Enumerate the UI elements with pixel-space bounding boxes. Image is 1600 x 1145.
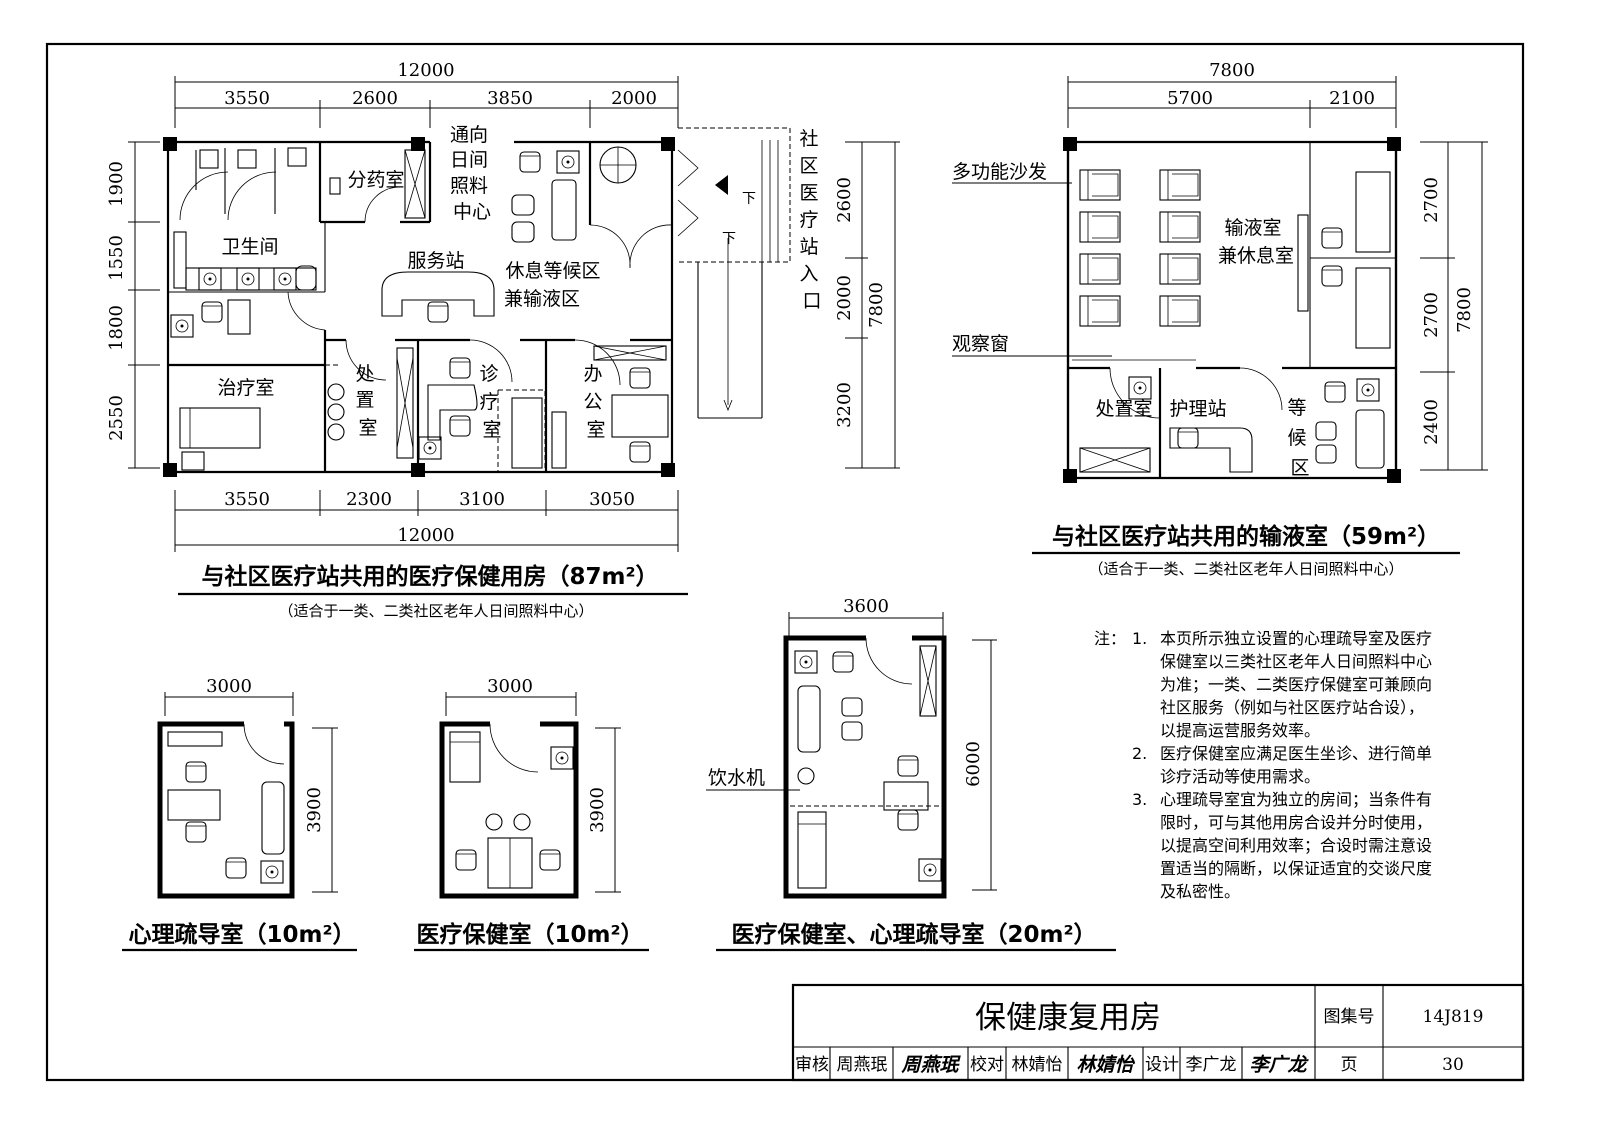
subtitle-plan-1: （适合于一类、二类社区老年人日间照料中心） xyxy=(278,602,593,620)
dim5-height: 6000 xyxy=(963,741,984,787)
note-2-number: 2. xyxy=(1132,744,1147,763)
check-label: 校对 xyxy=(970,1055,1004,1075)
label-rest-area: 休息等候区 兼输液区 xyxy=(504,260,607,310)
dim3-height: 3900 xyxy=(304,787,325,833)
label-toilet: 卫生间 xyxy=(221,236,278,258)
label-dispensary: 分药室 xyxy=(347,169,404,191)
label-consult-room: 诊 疗 室 xyxy=(479,363,504,441)
page-label: 页 xyxy=(1341,1055,1358,1075)
dim2-top-total: 7800 xyxy=(1209,60,1255,81)
label-infusion-room: 输液室 兼休息室 xyxy=(1218,217,1294,267)
page-number: 30 xyxy=(1442,1055,1464,1075)
label-office: 办 公 室 xyxy=(583,363,608,441)
plan-medical-station: 12000 3550 2600 3850 2000 1900 1550 1800… xyxy=(106,60,900,620)
dim5-width: 3600 xyxy=(843,596,889,617)
label-sofa: 多功能沙发 xyxy=(952,161,1047,183)
review-label: 审核 xyxy=(795,1055,829,1075)
dim-top-4: 2000 xyxy=(611,88,657,109)
designer-signature: 李广龙 xyxy=(1249,1054,1309,1076)
atlas-number-label: 图集号 xyxy=(1324,1007,1375,1027)
dim2-top-2: 2100 xyxy=(1329,88,1375,109)
title-plan-1: 与社区医疗站共用的医疗保健用房（87m²） xyxy=(201,563,658,590)
plan-combined-room: 3600 6000 饮水机 医疗保健室、心理疏导室（20m²） xyxy=(706,596,1116,952)
note-1: 本页所示独立设置的心理疏导室及医疗 保健室以三类社区老年人日间照料中心 为准；一… xyxy=(1160,629,1437,740)
checker-signature: 林婧怡 xyxy=(1076,1054,1135,1076)
dim-bottom-1: 3550 xyxy=(224,489,270,510)
dim-bottom-3: 3100 xyxy=(459,489,505,510)
note-1-number: 1. xyxy=(1132,629,1147,648)
sheet-border xyxy=(45,42,1525,1082)
label-disposal-room: 处 置 室 xyxy=(355,363,380,439)
dim2-right-total: 7800 xyxy=(1454,287,1475,333)
notes-head: 注： xyxy=(1094,629,1126,648)
plan-health-room: 3000 3900 医疗保健室（10m²） xyxy=(414,676,649,952)
dim-bottom-total: 12000 xyxy=(397,525,454,546)
note-3: 心理疏导室宜为独立的房间；当条件有 限时，可与其他用房合设并分时使用， 以提高空… xyxy=(1160,790,1437,901)
dim4-height: 3900 xyxy=(587,787,608,833)
label-entrance: 社 区 医 疗 站 入 口 xyxy=(799,128,824,312)
dim-top-1: 3550 xyxy=(224,88,270,109)
title-block: 保健康复用房 图集号 14J819 审核 周燕珉 周燕珉 校对 林婧怡 林婧怡 … xyxy=(791,983,1525,1082)
dim-right-3: 3200 xyxy=(834,382,855,428)
dim-top-3: 3850 xyxy=(487,88,533,109)
dim-top-total: 12000 xyxy=(397,60,454,81)
label-disposal-room-2: 处置室 xyxy=(1095,398,1152,420)
label-service-station: 服务站 xyxy=(407,250,464,272)
reviewer-signature: 周燕珉 xyxy=(900,1054,961,1076)
dim2-top-1: 5700 xyxy=(1167,88,1213,109)
plan-counseling-room: 3000 3900 心理疏导室（10m²） xyxy=(122,676,357,952)
dim-bottom-4: 3050 xyxy=(589,489,635,510)
label-water-dispenser: 饮水机 xyxy=(708,767,765,789)
title-plan-2: 与社区医疗站共用的输液室（59m²） xyxy=(1052,523,1440,550)
dim4-width: 3000 xyxy=(487,676,533,697)
dim-left-1: 1900 xyxy=(106,161,127,207)
dim2-right-3: 2400 xyxy=(1421,399,1442,445)
title-plan-4: 医疗保健室（10m²） xyxy=(416,921,643,948)
dim-bottom-2: 2300 xyxy=(346,489,392,510)
dim-right-1: 2600 xyxy=(834,177,855,223)
dim-right-2: 2000 xyxy=(834,275,855,321)
dim2-right-2: 2700 xyxy=(1421,292,1442,338)
plan-infusion-room: 7800 5700 2100 2700 2700 2400 7800 xyxy=(952,60,1488,578)
label-treatment-room: 治疗室 xyxy=(217,377,274,399)
dim2-right-1: 2700 xyxy=(1421,177,1442,223)
dim-left-4: 2550 xyxy=(106,395,127,441)
label-down-1: 下 xyxy=(742,191,756,207)
design-label: 设计 xyxy=(1145,1055,1179,1075)
label-to-center: 通向 日间 照料 中心 xyxy=(450,124,494,223)
title-plan-5: 医疗保健室、心理疏导室（20m²） xyxy=(731,921,1096,948)
label-window: 观察窗 xyxy=(952,333,1009,355)
dim-left-3: 1800 xyxy=(106,305,127,351)
reviewer-name: 周燕珉 xyxy=(837,1055,888,1075)
subtitle-plan-2: （适合于一类、二类社区老年人日间照料中心） xyxy=(1088,560,1403,578)
drawing-title: 保健康复用房 xyxy=(975,1000,1161,1036)
checker-name: 林婧怡 xyxy=(1012,1055,1063,1075)
label-down-2: 下 xyxy=(722,231,736,247)
atlas-number: 14J819 xyxy=(1423,1007,1484,1027)
notes: 注： 1. 本页所示独立设置的心理疏导室及医疗 保健室以三类社区老年人日间照料中… xyxy=(1094,629,1437,901)
label-nurse-station: 护理站 xyxy=(1169,398,1226,420)
dim-right-total: 7800 xyxy=(866,282,887,328)
dim-top-2: 2600 xyxy=(352,88,398,109)
dim3-width: 3000 xyxy=(206,676,252,697)
label-waiting-area: 等 候 区 xyxy=(1287,397,1312,479)
dim-left-2: 1550 xyxy=(106,235,127,281)
title-plan-3: 心理疏导室（10m²） xyxy=(128,921,355,948)
designer-name: 李广龙 xyxy=(1186,1055,1237,1075)
note-2: 医疗保健室应满足医生坐诊、进行简单 诊疗活动等使用需求。 xyxy=(1160,744,1437,786)
note-3-number: 3. xyxy=(1132,790,1147,809)
